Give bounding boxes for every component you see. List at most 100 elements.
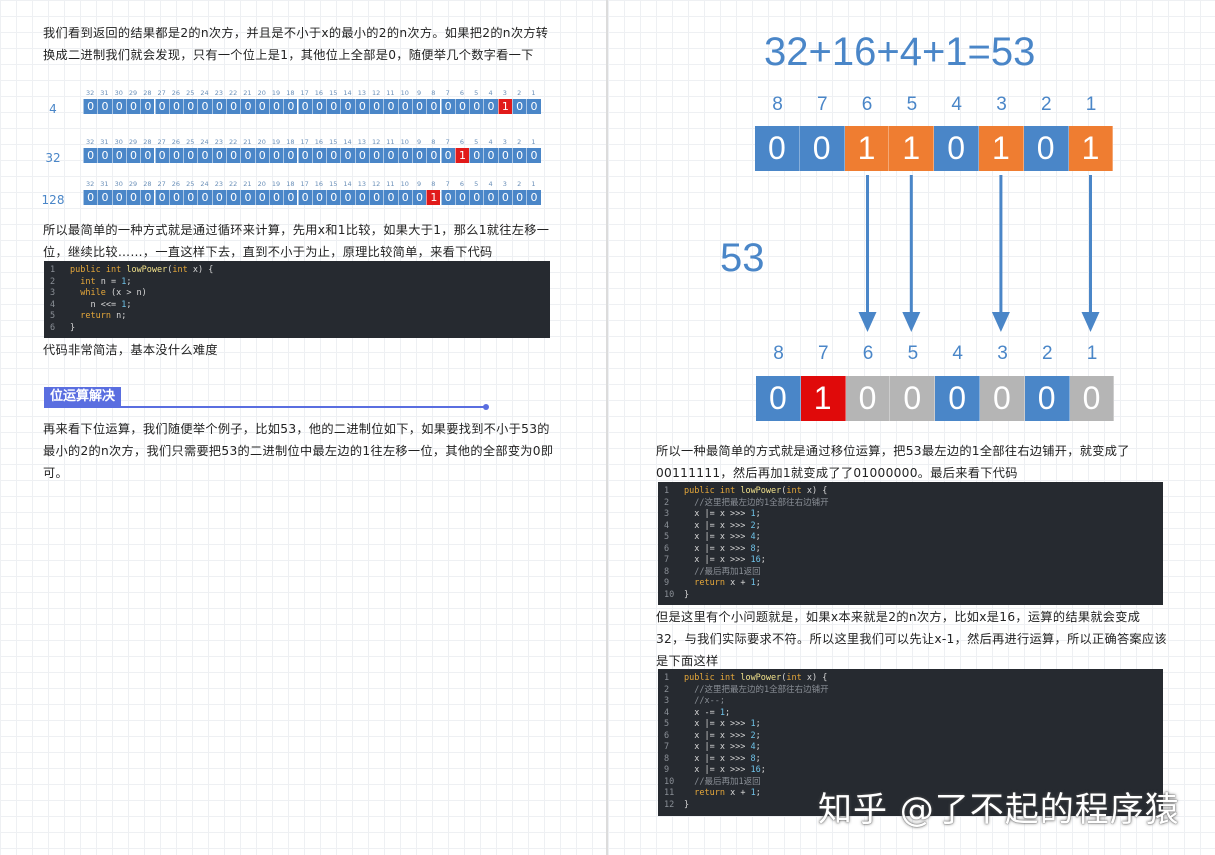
side-number: 53 xyxy=(720,236,765,280)
bit-index-label: 32 xyxy=(86,180,95,188)
bit-index-label: 23 xyxy=(214,180,223,188)
bit-cell: 0 xyxy=(311,99,327,114)
position-label: 1 xyxy=(1086,343,1098,364)
bit-box: 0 xyxy=(890,376,936,421)
bit-index-label: 26 xyxy=(171,138,181,146)
bit-cell-set: 1 xyxy=(497,99,512,114)
bitop-paragraph: 再来看下位运算，我们随便举个例子，比如53，他的二进制位如下，如果要找到不小于5… xyxy=(43,422,554,480)
bit-index-label: 30 xyxy=(114,89,123,97)
code-text: x |= x >>> 4; xyxy=(684,532,761,542)
bit-index-label: 10 xyxy=(400,180,409,188)
line-number: 4 xyxy=(664,707,670,718)
bit-index-label: 9 xyxy=(416,180,422,188)
bit-index-label: 20 xyxy=(257,89,266,97)
line-number: 12 xyxy=(664,799,675,810)
bit-index-label: 27 xyxy=(157,138,166,146)
line-number: 5 xyxy=(664,532,670,542)
bit-cell: 0 xyxy=(426,148,441,163)
bit-index-label: 31 xyxy=(100,89,109,97)
bit-index-label: 29 xyxy=(128,89,138,97)
line-number: 6 xyxy=(50,322,56,333)
bit-cell: 0 xyxy=(283,148,298,163)
code-text: } xyxy=(684,589,690,600)
bit-cell: 0 xyxy=(83,148,98,163)
bit-cell: 0 xyxy=(254,190,269,205)
bit-cell: 0 xyxy=(154,148,169,163)
bit-index-label: 29 xyxy=(128,138,138,146)
bit-cell: 0 xyxy=(140,190,155,205)
code-line: 2 //这里把最左边的1全部往右边铺开 xyxy=(658,498,1163,510)
bit-box: 1 xyxy=(844,126,890,171)
bit-index-label: 25 xyxy=(186,138,195,146)
bit-cell: 0 xyxy=(183,99,198,114)
bit-cell: 0 xyxy=(512,148,527,163)
bit-index-label: 18 xyxy=(286,180,295,188)
position-label: 6 xyxy=(862,343,874,364)
code-line: 7 x |= x >>> 4; xyxy=(658,742,1163,754)
bit-cell: 0 xyxy=(111,148,126,163)
bit-index-label: 1 xyxy=(531,89,536,97)
bit-box: 0 xyxy=(1024,376,1070,421)
line-number: 4 xyxy=(50,299,56,310)
bit-index-label: 8 xyxy=(431,180,436,188)
bit-cell: 0 xyxy=(483,99,498,114)
bit-index-label: 3 xyxy=(502,89,507,97)
arrow-head xyxy=(991,312,1010,332)
bit-cell: 0 xyxy=(125,99,141,114)
bit-index-label: 17 xyxy=(300,89,309,97)
bit-cell: 0 xyxy=(526,99,541,114)
bit-index-label: 11 xyxy=(386,89,395,97)
bit-index-label: 32 xyxy=(86,138,95,146)
bit-cell: 0 xyxy=(154,99,169,114)
left-page: 我们看到返回的结果都是2的n次方，并且是不小于x的最小的2的n次方。如果把2的n… xyxy=(0,0,606,855)
shift-paragraph: 所以一种最简单的方式就是通过移位运算，把53最左边的1全部往右边铺开，就变成了0… xyxy=(656,444,1130,480)
line-number: 1 xyxy=(664,486,670,496)
bit-cell: 0 xyxy=(326,99,341,114)
bit-cell: 0 xyxy=(497,148,512,163)
bit-index-label: 13 xyxy=(357,89,366,97)
bit-index-label: 6 xyxy=(459,89,465,97)
bit-cell: 0 xyxy=(354,190,369,205)
bit-cell: 0 xyxy=(168,190,184,205)
code-text: x |= x >>> 8; xyxy=(684,543,761,554)
position-label: 6 xyxy=(861,94,873,115)
arrow-head xyxy=(1081,312,1100,332)
bit-index-label: 27 xyxy=(157,89,166,97)
line-number: 3 xyxy=(50,288,56,298)
bit-index-label: 16 xyxy=(314,89,324,97)
section-underline xyxy=(44,406,486,408)
code-line: 4 x |= x >>> 2; xyxy=(658,521,1163,533)
bit-index-label: 24 xyxy=(200,138,209,146)
bit-cell: 0 xyxy=(411,99,427,114)
line-number: 11 xyxy=(664,788,675,798)
bit-cell: 0 xyxy=(354,99,369,114)
bit-index-label: 13 xyxy=(357,180,366,188)
bit-cell: 0 xyxy=(426,99,441,114)
row-label: 32 xyxy=(45,151,61,165)
code-text: x |= x >>> 1; xyxy=(684,509,761,519)
bit-index-label: 30 xyxy=(114,138,123,146)
bit-index-label: 10 xyxy=(400,138,409,146)
bit-index-label: 16 xyxy=(314,180,324,188)
bit-index-label: 16 xyxy=(314,138,324,146)
bit-index-label: 28 xyxy=(143,138,152,146)
position-label: 7 xyxy=(817,94,828,115)
bit-index-label: 26 xyxy=(171,180,181,188)
bit-index-label: 5 xyxy=(474,180,479,188)
bit-cell: 0 xyxy=(383,190,398,205)
bit-box: 1 xyxy=(979,126,1024,171)
code-text: //x--; xyxy=(684,696,725,706)
section-underline-dot xyxy=(483,404,489,410)
bit-cell: 0 xyxy=(369,148,384,163)
loop-paragraph: 所以最简单的一种方式就是通过循环来计算，先用x和1比较，如果大于1，那么1就往左… xyxy=(43,223,550,259)
bit-cell: 0 xyxy=(111,190,126,205)
bit-index-label: 1 xyxy=(531,138,536,146)
code-text: //最后再加1返回 xyxy=(684,566,761,577)
simple-paragraph: 代码非常简洁，基本没什么难度 xyxy=(43,343,218,357)
bit-cell: 0 xyxy=(268,99,284,114)
position-label: 7 xyxy=(818,343,829,364)
arrow-head xyxy=(902,312,921,332)
